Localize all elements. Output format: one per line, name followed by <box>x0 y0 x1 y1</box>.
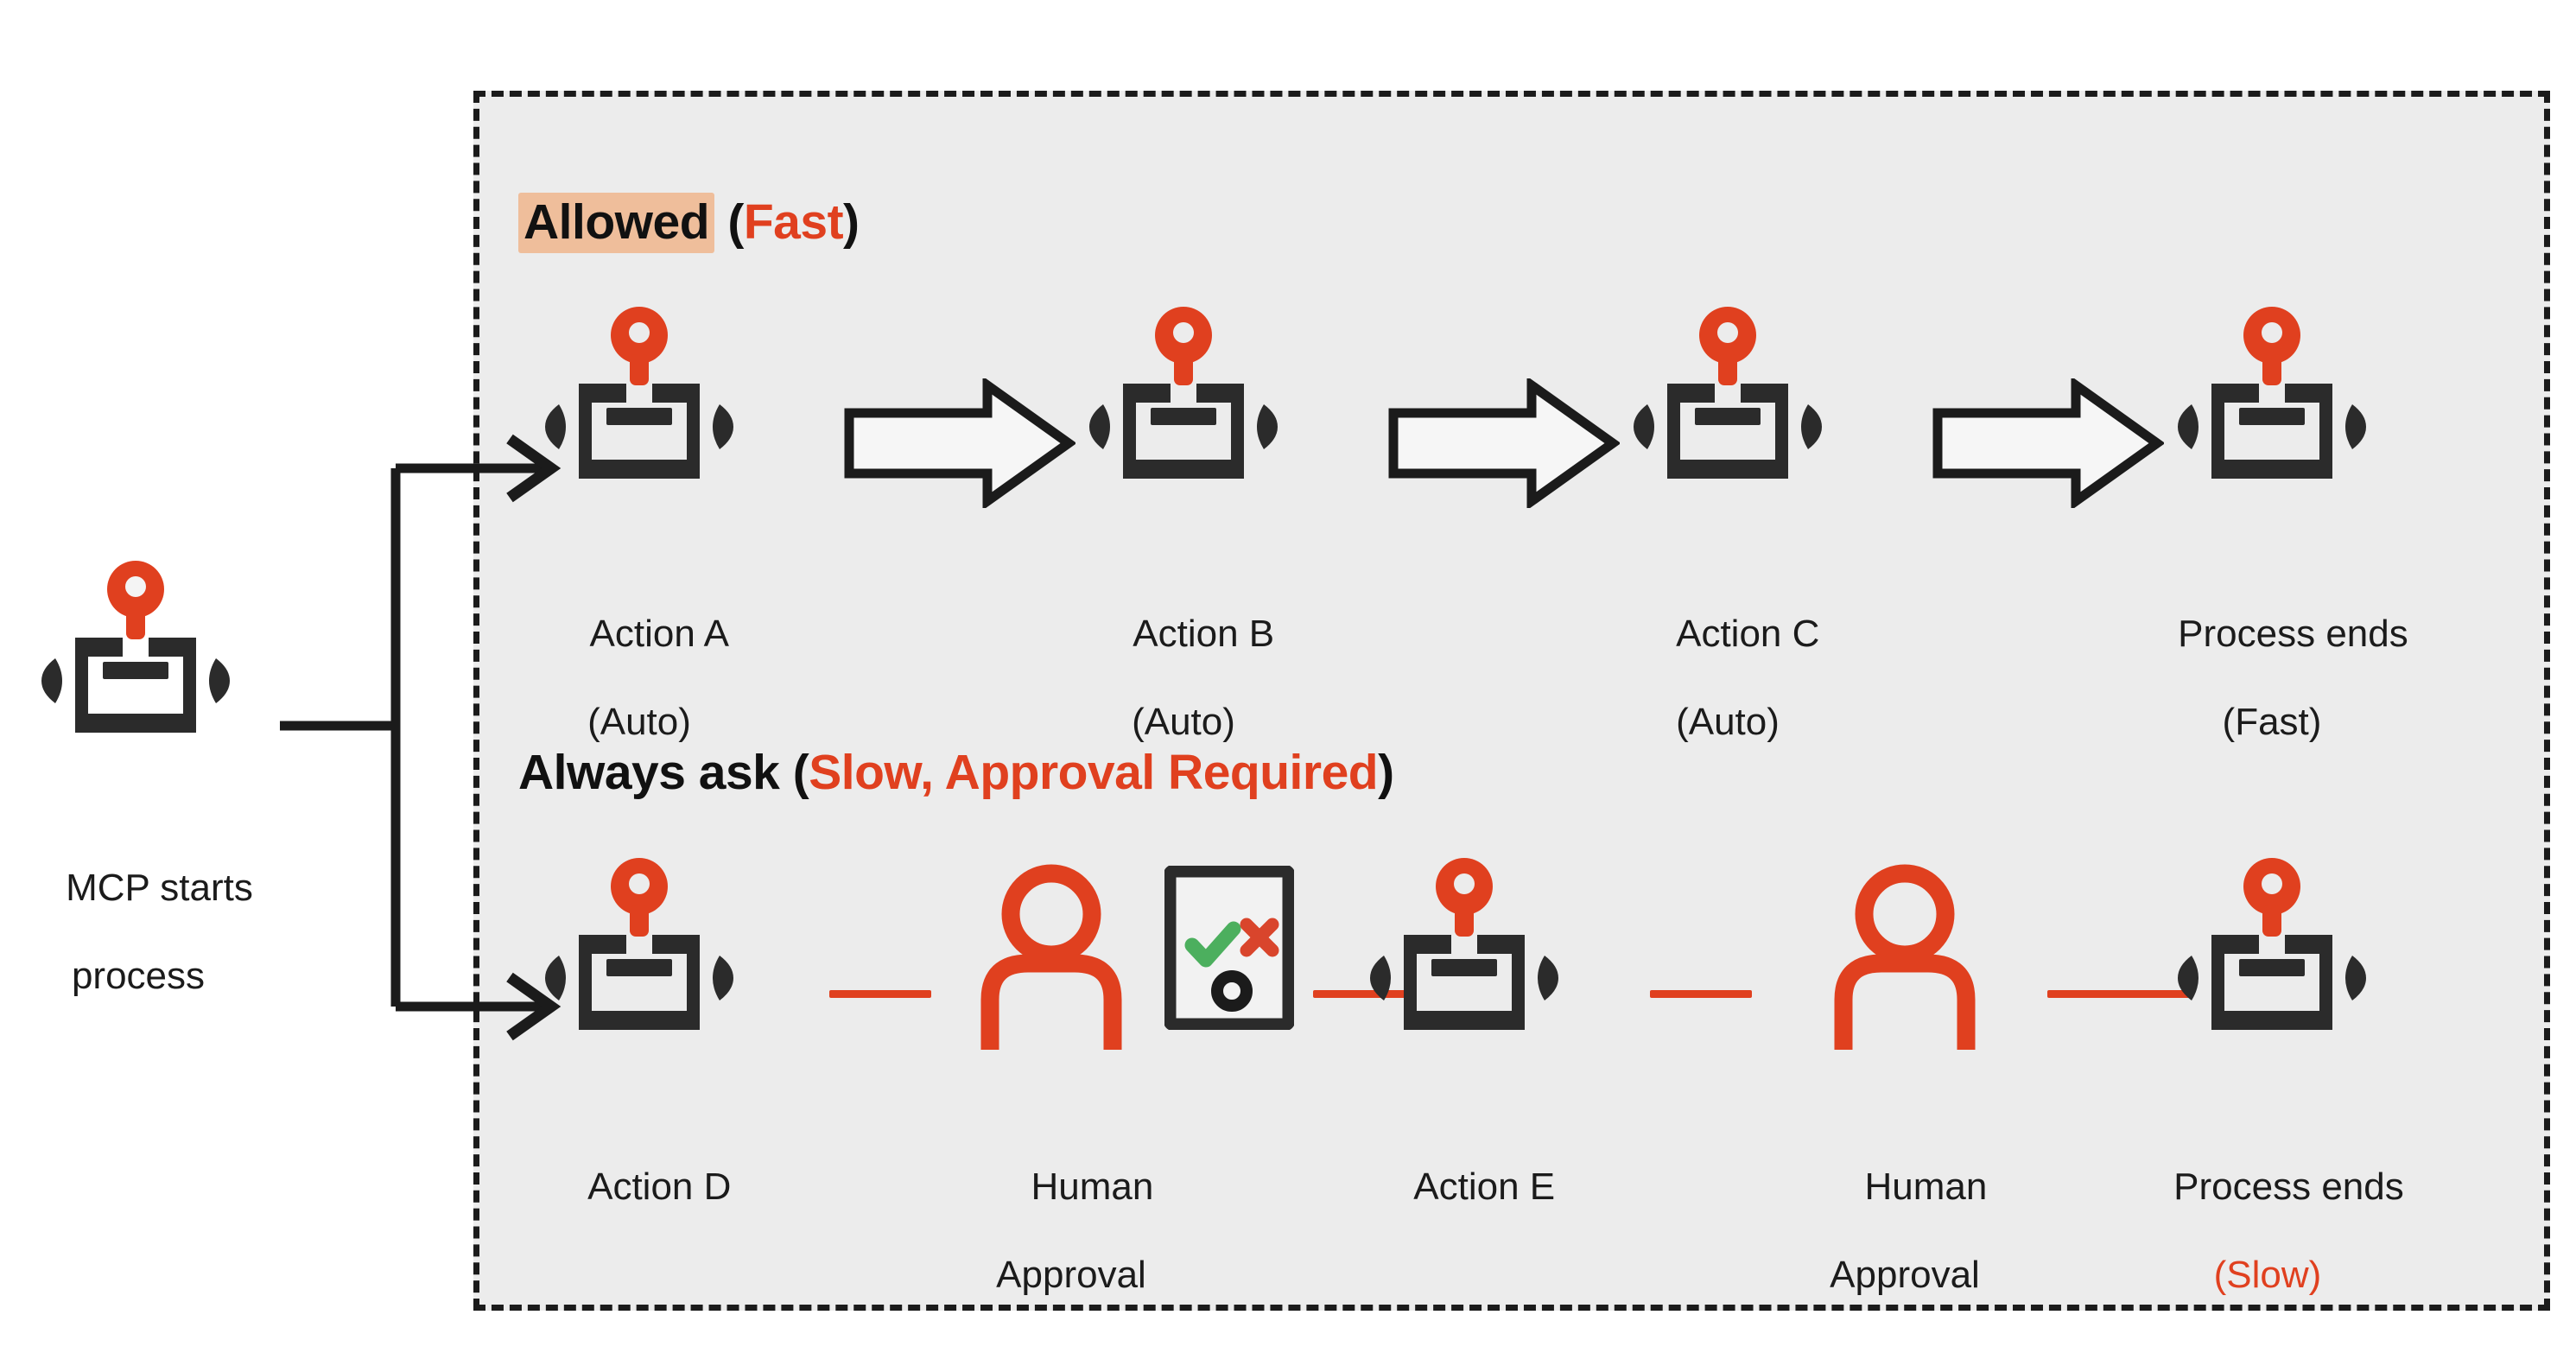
node-label-line2: (Fast) <box>2222 701 2322 743</box>
node-caption: Process ends (Fast) <box>2121 577 2423 817</box>
robot-icon <box>540 294 739 479</box>
node-label-line2: (Auto) <box>587 701 691 743</box>
source-caption: MCP starts process <box>0 831 281 1071</box>
robot-icon <box>36 548 235 733</box>
node-label-line1: Human <box>1864 1166 1988 1208</box>
node-label-line2: (Slow) <box>2213 1254 2322 1296</box>
heading-always-paren-open: ( <box>779 745 809 800</box>
node-label-line2: (Auto) <box>1132 701 1235 743</box>
node-label-line1: Action B <box>1133 613 1275 655</box>
red-connector-line <box>1650 990 1752 998</box>
node-label-line2: (Auto) <box>1676 701 1780 743</box>
heading-always-paren-close: ) <box>1378 745 1394 800</box>
heading-always-bold: Always ask <box>518 745 780 800</box>
heading-always-ask: Always ask (Slow, Approval Required) <box>518 744 1394 801</box>
node-label-line1: Action C <box>1676 613 1820 655</box>
node-caption: Action D <box>501 1130 777 1332</box>
block-arrow-right-icon <box>842 378 1075 508</box>
circle-button-icon <box>1211 970 1253 1012</box>
person-icon <box>978 864 1125 1054</box>
node-label-line1: Action D <box>587 1166 732 1208</box>
cross-icon <box>1240 918 1279 957</box>
node-label-line2: Approval <box>1830 1254 1980 1296</box>
approval-device-icon <box>1164 866 1294 1030</box>
node-label-line2: Approval <box>996 1254 1146 1296</box>
robot-icon <box>1084 294 1283 479</box>
check-icon <box>1184 921 1241 968</box>
node-caption: Action E <box>1326 1130 1602 1332</box>
red-connector-line <box>1313 990 1415 998</box>
robot-icon <box>1365 845 1564 1030</box>
red-connector-line <box>2047 990 2190 998</box>
node-label-line1: Process ends <box>2178 613 2408 655</box>
heading-always-accent: Slow, Approval Required <box>809 745 1379 800</box>
node-caption: Action C (Auto) <box>1589 577 1866 817</box>
node-caption: Action B (Auto) <box>1045 577 1322 817</box>
node-label-line1: Process ends <box>2173 1166 2404 1208</box>
robot-icon <box>2173 845 2371 1030</box>
robot-icon <box>2173 294 2371 479</box>
heading-allowed-paren-open: ( <box>714 194 744 250</box>
heading-allowed-accent: Fast <box>743 194 844 250</box>
policy-panel <box>473 91 2550 1311</box>
source-label-line1: MCP starts <box>66 867 253 909</box>
node-label-line1: Action E <box>1413 1166 1556 1208</box>
pin-icon <box>107 561 164 639</box>
node-caption: Human Approval <box>933 1130 1209 1370</box>
block-arrow-right-icon <box>1931 378 2164 508</box>
robot-body <box>75 638 196 733</box>
heading-allowed-bold: Allowed <box>518 193 715 253</box>
robot-icon <box>540 845 739 1030</box>
node-label-line1: Action A <box>589 613 729 655</box>
heading-allowed: Allowed (Fast) <box>518 193 860 253</box>
block-arrow-right-icon <box>1386 378 1620 508</box>
node-caption: Process ends (Slow) <box>2116 1130 2419 1370</box>
robot-icon <box>1628 294 1827 479</box>
node-caption: Action A (Auto) <box>501 577 777 817</box>
person-icon <box>1831 864 1978 1054</box>
red-connector-line <box>829 990 931 998</box>
node-label-line1: Human <box>1031 1166 1154 1208</box>
heading-allowed-paren-close: ) <box>843 194 860 250</box>
source-label-line2: process <box>71 955 206 997</box>
node-caption: Human Approval <box>1767 1130 2043 1370</box>
